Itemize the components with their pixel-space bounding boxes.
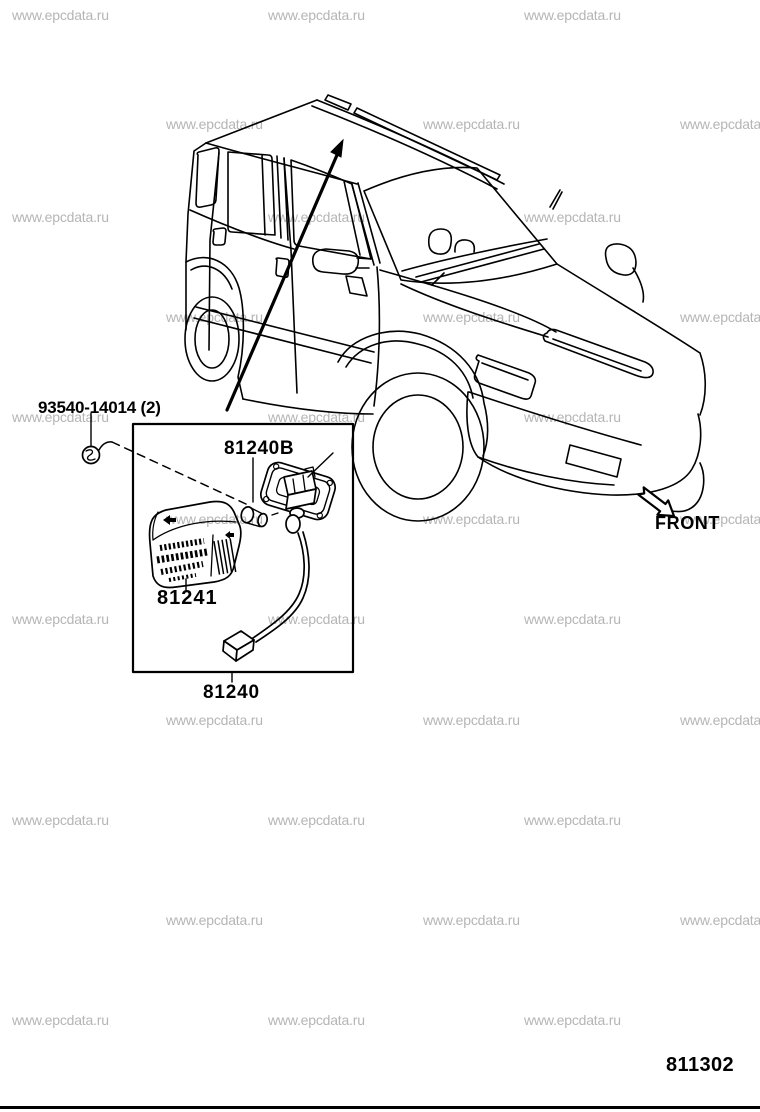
- bulb-drawing: [240, 506, 279, 528]
- rear-pillar: [185, 142, 207, 331]
- watermark-text: www.epcdata.ru: [680, 712, 760, 728]
- headlight: [473, 354, 537, 400]
- passenger-mirror: [604, 243, 645, 303]
- lens-texture-2: [156, 548, 208, 564]
- fender-door-seam: [373, 266, 381, 407]
- part-label-bulb: 81240B: [224, 438, 295, 459]
- lens-arrow-mark: [163, 515, 176, 525]
- front-direction-arrow-icon: [637, 486, 676, 518]
- part-label-screw: 93540-14014 (2): [38, 398, 161, 417]
- watermark-text: www.epcdata.ru: [524, 1012, 621, 1028]
- watermark-text: www.epcdata.ru: [423, 116, 520, 132]
- watermark-text: www.epcdata.ru: [680, 116, 760, 132]
- mirror-sail: [345, 275, 368, 297]
- watermark-text: www.epcdata.ru: [166, 712, 263, 728]
- watermark-text: www.epcdata.ru: [12, 7, 109, 23]
- watermark-text: www.epcdata.ru: [524, 209, 621, 225]
- grille: [542, 328, 654, 379]
- roof-rail-front: [353, 107, 501, 181]
- watermark-text: www.epcdata.ru: [680, 309, 760, 325]
- detail-box-frame: [131, 422, 355, 674]
- rocker-line: [242, 398, 374, 415]
- watermark-text: www.epcdata.ru: [12, 409, 109, 425]
- lens-texture-1: [159, 538, 205, 551]
- quarter-window: [195, 147, 220, 208]
- housing-bulb: [285, 514, 301, 534]
- front-door-seam: [283, 157, 298, 394]
- hood-crease: [379, 269, 557, 333]
- watermark-text: www.epcdata.ru: [12, 611, 109, 627]
- rear-wheel: [184, 296, 240, 382]
- watermark-text: www.epcdata.ru: [12, 209, 109, 225]
- roof-gutter: [311, 105, 498, 190]
- door-mirror: [311, 248, 372, 275]
- watermark-text: www.epcdata.ru: [524, 812, 621, 828]
- watermark-text: www.epcdata.ru: [12, 812, 109, 828]
- front-wheel-hub: [372, 394, 464, 500]
- plate-recess: [565, 444, 622, 478]
- rear-door-seam: [208, 152, 220, 351]
- seat-headrests: [427, 228, 476, 255]
- dashed-leader-line: [98, 441, 247, 505]
- bottom-rule: [0, 1106, 760, 1109]
- lens-arrow-mark-2: [225, 531, 234, 539]
- housing-leader-line: [307, 452, 334, 478]
- watermark-text: www.epcdata.ru: [680, 912, 760, 928]
- watermark-text: www.epcdata.ru: [524, 7, 621, 23]
- antenna: [549, 189, 563, 210]
- lens-drawing: [148, 500, 242, 589]
- watermark-text: www.epcdata.ru: [680, 511, 760, 527]
- detail-box: [81, 412, 355, 683]
- dash-line: [401, 238, 548, 272]
- watermark-text: www.epcdata.ru: [166, 912, 263, 928]
- watermark-text: www.epcdata.ru: [166, 116, 263, 132]
- diagram-code-label: 811302: [666, 1054, 735, 1076]
- lens-texture-3: [160, 561, 204, 575]
- watermark-text: www.epcdata.ru: [524, 611, 621, 627]
- hood-left-edge: [400, 283, 549, 338]
- bumper-top: [468, 391, 642, 446]
- lens-texture-4: [168, 573, 197, 582]
- a-pillar: [351, 182, 381, 266]
- watermark-text: www.epcdata.ru: [524, 409, 621, 425]
- bumper-lip: [477, 456, 615, 486]
- front-direction-label: FRONT: [655, 513, 720, 533]
- watermark-text: www.epcdata.ru: [423, 712, 520, 728]
- bumper-body: [466, 391, 702, 496]
- rear-door-window: [227, 151, 276, 236]
- roof-rail-rear: [324, 94, 352, 111]
- rear-wheel-hub: [194, 309, 230, 369]
- part-label-assembly: 81240: [203, 682, 260, 703]
- lens-knurl-band: [213, 538, 237, 575]
- hood-right-edge: [556, 263, 706, 416]
- watermark-text: www.epcdata.ru: [423, 511, 520, 527]
- location-pointer-arrow: [225, 138, 344, 412]
- wipers: [415, 243, 545, 286]
- watermark-text: www.epcdata.ru: [423, 912, 520, 928]
- roof-ridge: [205, 99, 318, 144]
- wire-connector-drawing: [222, 531, 310, 662]
- rear-door-handle: [212, 227, 227, 246]
- watermark-text: www.epcdata.ru: [12, 1012, 109, 1028]
- part-label-lens: 81241: [157, 587, 218, 609]
- watermark-text: www.epcdata.ru: [268, 812, 365, 828]
- front-door-handle: [275, 257, 290, 279]
- belt-line: [189, 209, 295, 250]
- watermark-text: www.epcdata.ru: [268, 1012, 365, 1028]
- watermark-text: www.epcdata.ru: [268, 7, 365, 23]
- lamp-housing-drawing: [259, 461, 337, 534]
- vehicle-illustration: [184, 94, 706, 522]
- screw-drawing: [81, 412, 101, 465]
- roof-front-edge: [316, 99, 505, 185]
- front-wheel-arch: [337, 330, 489, 457]
